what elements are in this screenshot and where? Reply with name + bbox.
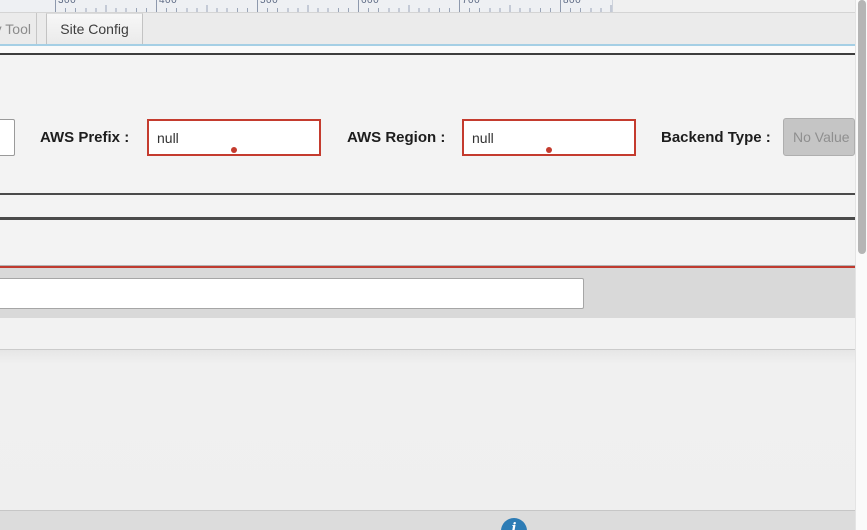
ruler-number: 700 xyxy=(462,0,481,6)
error-dot-icon xyxy=(546,147,552,153)
ruler-number: 400 xyxy=(159,0,178,6)
ruler-number: 600 xyxy=(361,0,380,6)
info-icon: i xyxy=(511,521,517,530)
ruler-tick xyxy=(55,0,56,12)
tab-query-tool[interactable]: y Tool xyxy=(0,13,37,45)
ruler-tick xyxy=(560,0,561,12)
tabbar-gap xyxy=(0,46,855,53)
toolbar-text-input[interactable] xyxy=(0,278,584,309)
aws-region-label: AWS Region : xyxy=(347,129,446,146)
section-divider xyxy=(0,217,855,220)
ruler-tick xyxy=(459,0,460,12)
scrollbar-thumb[interactable] xyxy=(858,0,866,254)
ruler-tick xyxy=(156,0,157,12)
tab-site-config[interactable]: Site Config xyxy=(46,13,143,45)
error-dot-icon xyxy=(231,147,237,153)
ruler-spacer xyxy=(613,0,855,12)
ruler-number: 300 xyxy=(58,0,77,6)
info-button[interactable]: i xyxy=(501,518,527,530)
lower-panel xyxy=(0,349,855,510)
tab-bar: y Tool Site Config xyxy=(0,12,855,45)
bottom-bar xyxy=(0,510,855,530)
section-divider xyxy=(0,193,855,195)
ruler-tick xyxy=(257,0,258,12)
ruler-number: 500 xyxy=(260,0,279,6)
aws-prefix-label: AWS Prefix : xyxy=(40,129,130,146)
vertical-scrollbar[interactable] xyxy=(855,0,867,530)
content-strip xyxy=(0,318,855,349)
clipped-left-input[interactable] xyxy=(0,119,15,156)
divider-shadow xyxy=(0,265,855,266)
red-divider xyxy=(0,266,855,268)
horizontal-ruler: 300 400 500 600 700 800 xyxy=(0,0,613,12)
backend-type-value[interactable]: No Value xyxy=(783,118,855,156)
tabbar-accent-line xyxy=(0,44,855,46)
tab-label: y Tool xyxy=(0,21,31,37)
backend-type-label: Backend Type : xyxy=(661,129,771,146)
ruler-tick xyxy=(358,0,359,12)
header-divider xyxy=(0,53,855,55)
ruler-number: 800 xyxy=(563,0,582,6)
